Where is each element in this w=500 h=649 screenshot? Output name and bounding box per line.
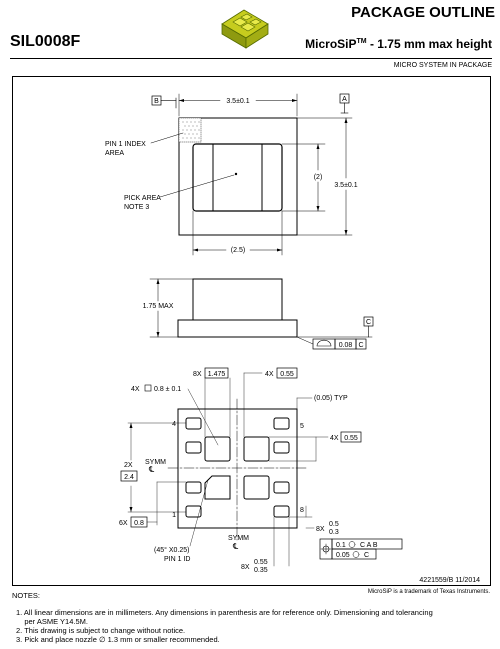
- center-pad-top-left: [204, 436, 231, 462]
- side-pad-value: 0.55: [344, 435, 358, 442]
- side-view: 1.75 MAX C 0.08 C: [143, 278, 374, 350]
- tolerance-1-value: 0.1: [336, 542, 346, 549]
- symm-bottom-label: SYMM: [228, 535, 249, 542]
- notes-title: NOTES:: [12, 591, 40, 600]
- square-pad-value: 0.8 ± 0.1: [154, 386, 181, 393]
- drawing-frame: [12, 76, 491, 586]
- pad-len-value: 0.8: [134, 520, 144, 527]
- pin-label-5: 5: [300, 423, 304, 430]
- inner-height-ref: (2): [314, 174, 323, 181]
- pad-5: [273, 417, 290, 430]
- pick-label-line1: PICK AREA: [124, 195, 161, 202]
- pick-label-line2: NOTE 3: [124, 204, 149, 211]
- pick-area-component: [192, 143, 283, 212]
- pin1-index-area: [178, 117, 202, 143]
- offset-typ-label: (0.05) TYP: [314, 395, 348, 402]
- pad-3: [185, 441, 202, 454]
- pad-4: [185, 417, 202, 430]
- centerline-symbol-bottom-icon: ℄: [232, 542, 239, 551]
- profile-symbol-icon: [316, 339, 332, 347]
- pin-label-8: 8: [300, 507, 304, 514]
- pad-top-prefix: 4X: [265, 371, 274, 378]
- symm-left-label: SYMM: [145, 459, 166, 466]
- center-pad-bottom-right: [243, 475, 270, 500]
- package-subtitle: MicroSiPTM - 1.75 mm max height: [305, 37, 492, 51]
- square-symbol-icon: [144, 384, 152, 392]
- document-id: SIL0008F: [10, 33, 81, 50]
- pad-6: [273, 441, 290, 454]
- package-3d-illustration: [221, 9, 269, 49]
- pad-8: [273, 505, 290, 518]
- center-pad-pin1: [204, 475, 231, 500]
- flatness-datum: C: [358, 342, 363, 349]
- chamfer-label-line1: (45° X0.25): [154, 546, 190, 554]
- centerline-symbol-left-icon: ℄: [148, 465, 155, 474]
- span-value: 2.4: [124, 474, 134, 481]
- pad-top-value: 0.55: [280, 371, 294, 378]
- pad-w-max: 0.55: [254, 559, 268, 566]
- bottom-view: 4 5 1 8 8X 1.475 4X 0.55 4X 0.8 ± 0.1 (0…: [119, 367, 403, 574]
- pin-label-4: 4: [172, 421, 176, 428]
- top-package-outline: [178, 117, 298, 236]
- pad-h-min: 0.3: [329, 529, 339, 536]
- pin1-label-line1: PIN 1 INDEX: [105, 141, 146, 148]
- note-2: 2. This drawing is subject to change wit…: [16, 626, 186, 635]
- pad-2: [185, 481, 202, 494]
- top-view: B 3.5±0.1 A PIN 1 INDEX: [105, 93, 358, 256]
- package-category: MICRO SYSTEM IN PACKAGE: [393, 62, 492, 69]
- bottom-package-outline: [177, 408, 298, 529]
- pad-w-min: 0.35: [254, 567, 268, 574]
- pitch-top-value: 1.475: [208, 371, 226, 378]
- page-title: PACKAGE OUTLINE: [351, 4, 495, 21]
- tolerance-1-datums: C A B: [360, 542, 378, 549]
- pad-h-prefix: 8X: [316, 526, 325, 533]
- top-height-dimension: 3.5±0.1: [334, 182, 357, 189]
- top-width-dimension: 3.5±0.1: [226, 98, 249, 105]
- center-pad-top-right: [243, 436, 270, 462]
- inner-width-ref: (2.5): [231, 247, 245, 254]
- side-component: [192, 278, 283, 321]
- pad-1: [185, 505, 202, 518]
- pad-len-prefix: 6X: [119, 520, 128, 527]
- drawing-number: 4221559/B 11/2014: [419, 577, 480, 584]
- note-3: 3. Pick and place nozzle ∅ 1.3 mm or sma…: [16, 635, 220, 644]
- pin-label-1: 1: [172, 512, 176, 519]
- flatness-value: 0.08: [339, 342, 353, 349]
- pitch-top-prefix: 8X: [193, 371, 202, 378]
- square-pad-prefix: 4X: [131, 386, 140, 393]
- tolerance-2-datum: C: [364, 552, 369, 559]
- note-1: 1. All linear dimensions are in millimet…: [16, 608, 433, 617]
- pad-w-prefix: 8X: [241, 564, 250, 571]
- note-1-continued: per ASME Y14.5M.: [16, 617, 88, 626]
- side-pad-prefix: 4X: [330, 435, 339, 442]
- pad-7: [273, 481, 290, 494]
- span-prefix: 2X: [124, 462, 133, 469]
- chamfer-label-line2: PIN 1 ID: [164, 556, 190, 563]
- pad-h-max: 0.5: [329, 521, 339, 528]
- header-divider: [10, 58, 492, 59]
- tolerance-2-value: 0.05: [336, 552, 350, 559]
- pin1-label-line2: AREA: [105, 150, 124, 157]
- side-substrate: [177, 319, 298, 338]
- datum-c-label: C: [366, 319, 371, 326]
- datum-a-label: A: [342, 96, 347, 103]
- trademark-note: MicroSiP is a trademark of Texas Instrum…: [367, 589, 490, 595]
- datum-b-label: B: [154, 98, 159, 105]
- side-height-dimension: 1.75 MAX: [143, 303, 174, 310]
